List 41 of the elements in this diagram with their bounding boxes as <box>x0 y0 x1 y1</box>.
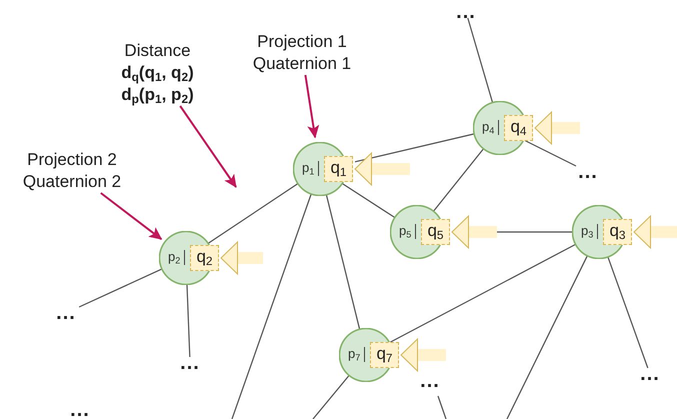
graph-edge-line <box>354 133 474 162</box>
block-arrow <box>634 216 677 248</box>
annotation-heading: Distance <box>123 40 192 62</box>
quaternion-label: q$_{4}$ <box>504 115 533 141</box>
graph-edge-line <box>186 284 190 358</box>
block-arrow <box>220 242 263 274</box>
ellipsis-text: ... <box>52 307 80 319</box>
block-arrow <box>400 338 446 372</box>
projection-label: p$_{5}$ <box>399 222 412 240</box>
ellipsis-text: ... <box>574 166 602 178</box>
ellipsis-text: ... <box>176 357 204 369</box>
distance-formula: d$_{q}$(q$_{1}$, q$_{2}$) <box>120 62 195 84</box>
graph-node <box>473 101 535 155</box>
block-arrow <box>534 112 580 144</box>
ellipsis-text: ... <box>452 6 480 18</box>
ellipsis-text: ... <box>419 375 441 387</box>
projection-label: p$_{1}$ <box>302 159 314 177</box>
graph-edge-line <box>231 194 312 419</box>
annotation-text: Projection 2 Quaternion 2 <box>8 149 136 193</box>
quaternion-label: q$_{7}$ <box>370 342 399 368</box>
projection-label: p$_{4}$ <box>482 118 494 136</box>
quaternion-label: q$_{2}$ <box>190 245 219 271</box>
distance-formula: d$_{p}$(p$_{1}$, p$_{2}$) <box>120 84 195 106</box>
pointer-arrow <box>179 105 237 188</box>
projection-label: p$_{3}$ <box>581 222 594 240</box>
graph-edge-line <box>326 195 360 329</box>
graph-edge-line <box>467 18 493 102</box>
graph-edge-line <box>608 257 648 368</box>
quaternion-label: q$_{5}$ <box>421 219 450 245</box>
graph-node <box>339 328 401 382</box>
ellipsis-text: ... <box>69 404 91 416</box>
projection-label: p$_{7}$ <box>348 345 360 363</box>
block-arrow <box>452 216 497 248</box>
quaternion-label: q$_{1}$ <box>324 156 353 182</box>
pointer-arrow <box>304 74 320 138</box>
graph-edge-line <box>78 268 162 308</box>
block-arrow <box>354 152 410 186</box>
quaternion-label: q$_{3}$ <box>603 219 632 245</box>
ellipsis-text: ... <box>636 368 664 380</box>
annotation-text: Projection 1 Quaternion 1 <box>243 31 361 75</box>
projection-label: p$_{2}$ <box>168 248 180 266</box>
